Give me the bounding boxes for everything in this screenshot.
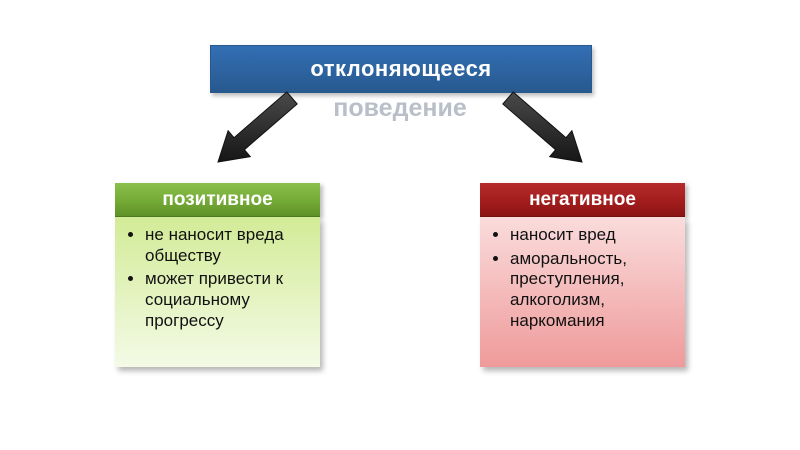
bullet-item: не наносит вреда обществу: [145, 225, 314, 266]
negative-panel: негативное наносит вред аморальность, пре…: [480, 183, 685, 367]
bullet-item: может привести к социальному прогрессу: [145, 269, 314, 331]
positive-bullet-list: не наносит вреда обществуможет привести …: [119, 225, 314, 332]
bullet-item: наносит вред: [510, 225, 679, 246]
negative-bullet-list: наносит вред аморальность, преступления, …: [484, 225, 679, 332]
title-box: отклоняющееся: [210, 45, 592, 93]
title-text: отклоняющееся: [310, 56, 492, 81]
positive-panel-body: не наносит вреда обществуможет привести …: [115, 217, 320, 367]
negative-panel-body: наносит вред аморальность, преступления, …: [480, 217, 685, 367]
positive-panel-header: позитивное: [115, 183, 320, 217]
positive-panel: позитивное не наносит вреда обществуможе…: [115, 183, 320, 367]
bullet-item: аморальность, преступления, алкоголизм, …: [510, 249, 679, 332]
negative-panel-header: негативное: [480, 183, 685, 217]
title-subtitle: поведение: [333, 94, 467, 122]
